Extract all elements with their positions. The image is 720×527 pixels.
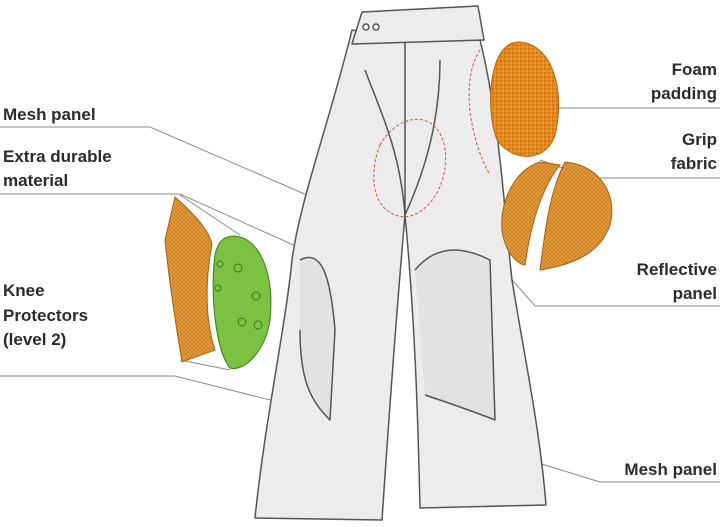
label-knee-1: Knee (3, 281, 45, 300)
label-mesh-panel-top: Mesh panel (3, 105, 96, 124)
label-knee-3: (level 2) (3, 330, 67, 349)
leader-knee-pad-links (179, 194, 241, 371)
left-leg (254, 29, 411, 521)
leader-extra-durable (0, 193, 301, 249)
pants (254, 5, 547, 521)
label-foam-2: padding (650, 84, 717, 103)
label-reflective-1: Reflective (636, 260, 717, 279)
inner-seam-dashed (373, 118, 447, 218)
label-extra-durable-2: material (3, 171, 69, 190)
label-grip-1: Grip (682, 130, 717, 149)
knee-backing-pad (164, 196, 216, 363)
leader-mesh-panel-top (0, 126, 331, 206)
grip-fabric-pieces (501, 161, 613, 271)
label-foam-1: Foam (671, 60, 717, 79)
waistband (351, 5, 485, 45)
foam-padding-pad (490, 41, 560, 157)
leader-knee (0, 375, 291, 406)
label-knee-2: Protectors (3, 306, 89, 325)
label-extra-durable-1: Extra durable (3, 147, 112, 166)
knee-protector (212, 235, 272, 369)
label-reflective-2: panel (672, 284, 717, 303)
label-mesh-panel-bottom: Mesh panel (624, 460, 717, 479)
label-grip-2: fabric (670, 154, 717, 173)
